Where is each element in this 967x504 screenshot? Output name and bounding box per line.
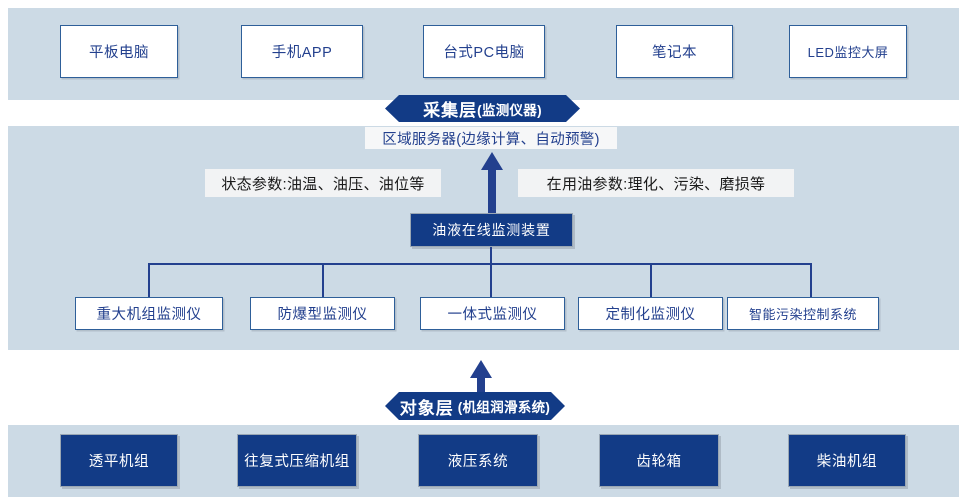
arrow-objects-to-collection [470,360,492,398]
collection-layer-banner: 采集层(监测仪器) [385,95,580,122]
object-box-hydraulic-system[interactable]: 液压系统 [418,434,538,487]
instrument-box-smart-contamination-control[interactable]: 智能污染控制系统 [727,297,879,330]
instrument-box-explosion-proof-monitor[interactable]: 防爆型监测仪 [250,297,395,330]
inuse-oil-parameters-label: 在用油参数:理化、污染、磨损等 [518,169,794,197]
instrument-box-integrated-monitor[interactable]: 一体式监测仪 [420,297,565,330]
object-box-reciprocating-compressor-unit[interactable]: 往复式压缩机组 [237,434,357,487]
connector-device-stem [490,247,492,264]
instrument-box-major-unit-monitor[interactable]: 重大机组监测仪 [75,297,223,330]
arrow-device-to-server [481,152,503,214]
terminal-box-led-screen[interactable]: LED监控大屏 [789,25,907,78]
oil-online-monitoring-device[interactable]: 油液在线监测装置 [410,213,573,247]
connector-drop-1 [148,263,150,297]
object-layer-banner: 对象层(机组润滑系统) [385,392,565,420]
terminal-box-desktop-pc[interactable]: 台式PC电脑 [423,25,545,78]
object-box-gearbox[interactable]: 齿轮箱 [599,434,719,487]
connector-drop-2 [322,263,324,297]
object-box-diesel-generator-unit[interactable]: 柴油机组 [788,434,906,487]
terminal-box-laptop[interactable]: 笔记本 [616,25,733,78]
connector-instruments-bus [148,263,812,265]
collection-banner-subtitle: (监测仪器) [477,102,542,118]
regional-server-label: 区域服务器(边缘计算、自动预警) [365,127,617,149]
instrument-box-customized-monitor[interactable]: 定制化监测仪 [578,297,723,330]
collection-banner-title: 采集层 [423,101,478,120]
terminal-box-mobile-app[interactable]: 手机APP [241,25,363,78]
connector-drop-3 [490,263,492,297]
connector-drop-5 [810,263,812,297]
object-banner-title: 对象层 [399,398,454,418]
status-parameters-label: 状态参数:油温、油压、油位等 [205,169,441,197]
terminal-box-tablet[interactable]: 平板电脑 [60,25,178,78]
object-banner-subtitle: (机组润滑系统) [457,400,551,415]
object-box-turbine-unit[interactable]: 透平机组 [60,434,178,487]
connector-drop-4 [650,263,652,297]
